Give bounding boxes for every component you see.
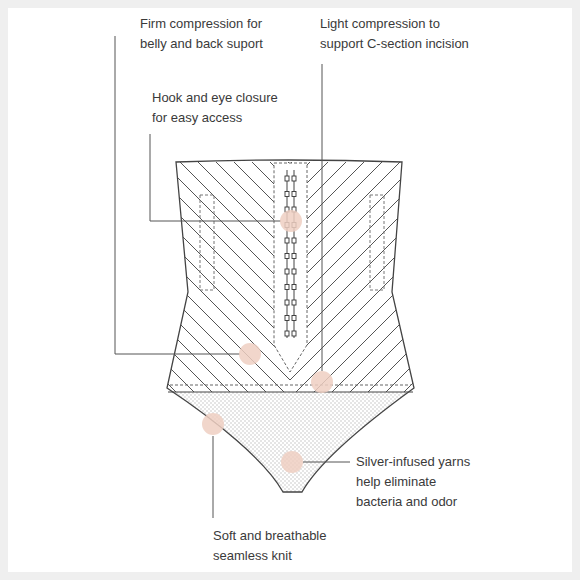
leader-line	[213, 436, 214, 518]
callout-label: Silver-infused yarns help eliminate bact…	[356, 452, 481, 512]
garment-outline	[167, 160, 414, 492]
panel	[8, 8, 572, 572]
boning-pocket	[200, 195, 214, 290]
band-edge	[168, 392, 413, 393]
callout-label: Soft and breathable seamless knit	[213, 526, 343, 566]
callout-dot	[311, 371, 333, 393]
leader-line	[322, 64, 323, 371]
leader-line	[303, 462, 350, 463]
callout-dot	[281, 451, 303, 473]
hook-closure	[285, 170, 296, 338]
callout-dot	[280, 210, 302, 232]
callout-dot	[239, 343, 261, 365]
callout-label: Firm compression for belly and back supo…	[140, 14, 280, 54]
boning-pocket	[370, 195, 384, 290]
leader-line	[115, 36, 240, 354]
hatching	[150, 150, 290, 392]
leader-line	[150, 134, 281, 221]
hatching	[290, 150, 430, 392]
front-panel	[274, 163, 307, 372]
callout-label: Hook and eye closure for easy access	[152, 88, 287, 128]
seam-line	[170, 385, 411, 386]
callout-dot	[202, 413, 224, 435]
callout-label: Light compression to support C-section i…	[320, 14, 480, 54]
